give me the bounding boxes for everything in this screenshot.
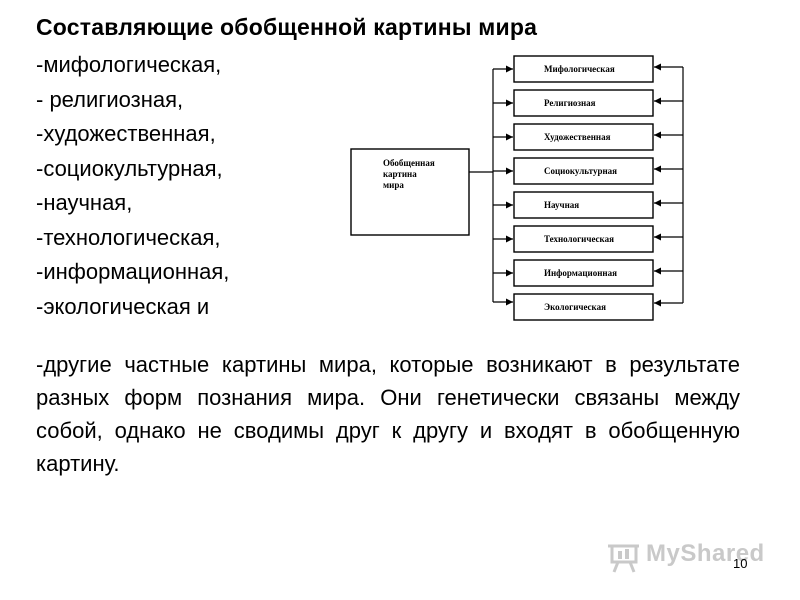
category-label: Научная [544, 200, 579, 210]
category-box [513, 55, 654, 83]
category-box [513, 293, 654, 321]
category-box [513, 89, 654, 117]
presentation-board-icon [608, 544, 639, 573]
list-item: -мифологическая, [36, 52, 222, 77]
category-label: Информационная [544, 268, 617, 278]
category-label: Экологическая [544, 302, 606, 312]
list-item: -социокультурная, [36, 155, 223, 181]
category-box [513, 225, 654, 253]
picture-type-list: -мифологическая, - религиозная, -художес… [36, 50, 229, 326]
watermark-text: MyShared [646, 540, 765, 567]
list-item: -информационная, [36, 259, 230, 284]
list-item: -научная, [36, 190, 133, 215]
central-box-label: Обобщенная картина мира [383, 158, 437, 190]
world-picture-diagram: Обобщенная картина мира Мифологическая Р… [350, 55, 684, 321]
category-box [513, 157, 654, 185]
body-paragraph: -другие частные картины мира, которые во… [36, 352, 740, 476]
category-label: Религиозная [544, 98, 596, 108]
category-box [513, 123, 654, 151]
list-item: -художественная, [36, 121, 216, 146]
page-number: 10 [733, 556, 748, 571]
category-label: Мифологическая [544, 64, 615, 74]
list-item: - религиозная, [36, 86, 184, 112]
category-label: Технологическая [544, 234, 614, 244]
category-label: Художественная [544, 132, 611, 142]
list-item: -экологическая и [36, 293, 210, 319]
category-label: Социокультурная [544, 166, 617, 176]
slide-title: Составляющие обобщенной картины мира [36, 14, 538, 40]
category-box [513, 259, 654, 287]
list-item: -технологическая, [36, 224, 221, 250]
central-box [350, 148, 470, 236]
myshared-watermark: MyShared [606, 538, 764, 574]
category-box [513, 191, 654, 219]
